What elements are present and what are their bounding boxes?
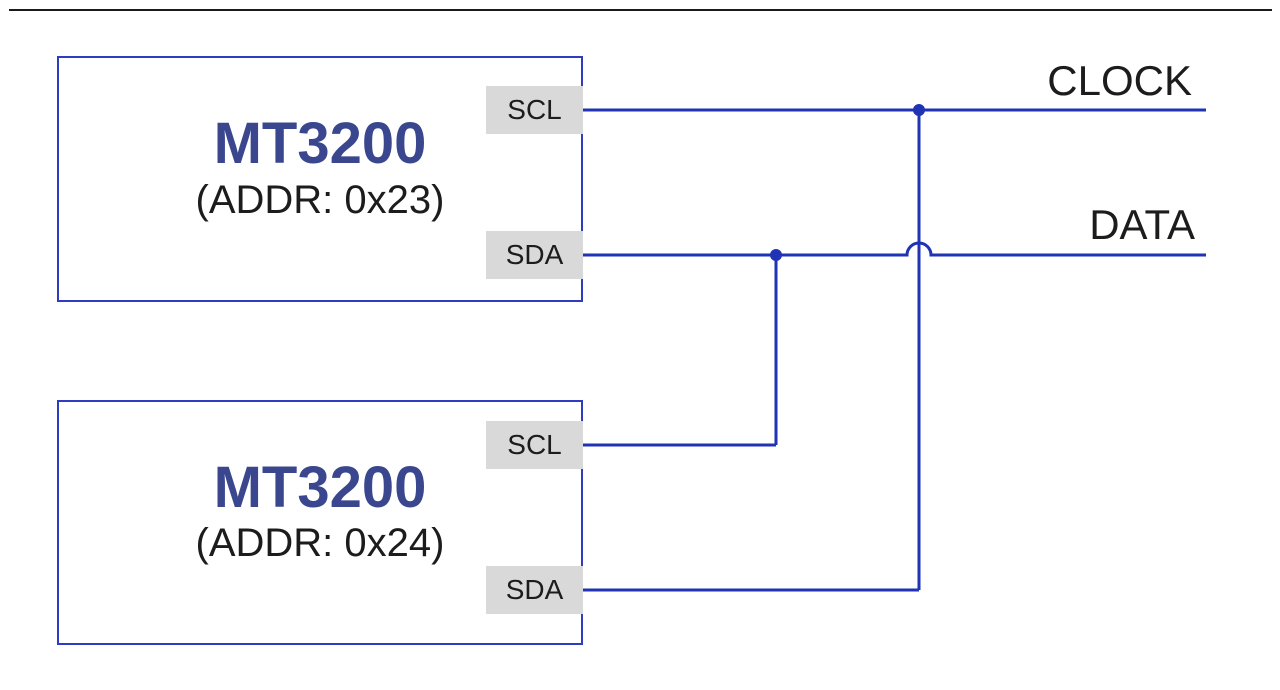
pin-scl-device2: SCL: [486, 421, 583, 469]
device-name: MT3200: [213, 454, 427, 520]
bus-label-data: DATA: [1089, 201, 1195, 248]
pin-sda-device2: SDA: [486, 566, 583, 614]
device-address: (ADDR: 0x23): [195, 177, 445, 222]
top-rule: [9, 9, 1272, 11]
pin-scl-device1: SCL: [486, 86, 583, 134]
device-address: (ADDR: 0x24): [195, 521, 445, 566]
junction-dot-clock: [913, 104, 925, 116]
bus-label-clock: CLOCK: [1047, 57, 1192, 104]
pin-sda-device1: SDA: [486, 231, 583, 279]
device-name: MT3200: [213, 111, 427, 177]
junction-dot-data: [770, 249, 782, 261]
